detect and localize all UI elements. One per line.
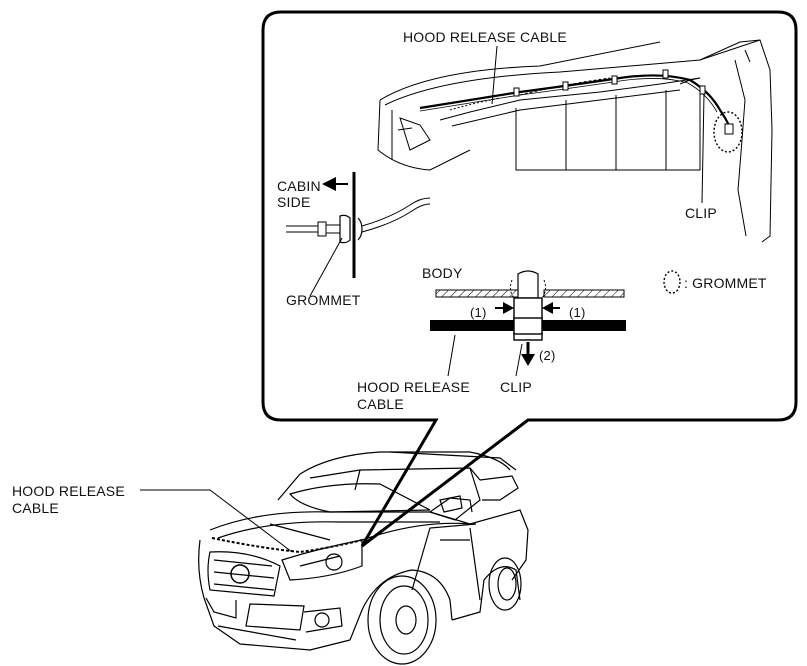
clip-cross-section xyxy=(430,270,626,377)
label-step2: (2) xyxy=(539,348,556,363)
label-hood-release-cable-car-line1: HOOD RELEASE xyxy=(12,483,125,499)
label-cabin-side-line1: CABIN xyxy=(277,178,321,194)
label-legend-grommet: : GROMMET xyxy=(684,275,767,291)
label-hood-release-cable-car-line2: CABLE xyxy=(12,500,59,516)
hood-release-cable-route xyxy=(419,69,734,135)
label-step1-right: (1) xyxy=(569,305,586,320)
label-clip-right: CLIP xyxy=(685,205,717,221)
legend-grommet-circle xyxy=(663,270,681,294)
label-grommet-left: GROMMET xyxy=(286,292,361,308)
suv-drawing xyxy=(198,451,529,665)
label-step1-left: (1) xyxy=(470,305,487,320)
label-hood-release-cable-detail-line1: HOOD RELEASE xyxy=(357,379,470,395)
hood-interior-drawing xyxy=(377,39,773,243)
label-hood-release-cable-top: HOOD RELEASE CABLE xyxy=(403,29,567,45)
label-body: BODY xyxy=(422,265,463,281)
label-cabin-side-line2: SIDE xyxy=(277,194,311,210)
grommet-dotted-circle xyxy=(713,111,743,153)
leader-lines-upper xyxy=(491,45,705,204)
leader-car xyxy=(140,489,293,553)
car-cable-route xyxy=(211,537,363,554)
label-clip-bottom: CLIP xyxy=(500,379,532,395)
grommet-cross-section xyxy=(286,172,431,297)
label-hood-release-cable-detail-line2: CABLE xyxy=(357,396,404,412)
